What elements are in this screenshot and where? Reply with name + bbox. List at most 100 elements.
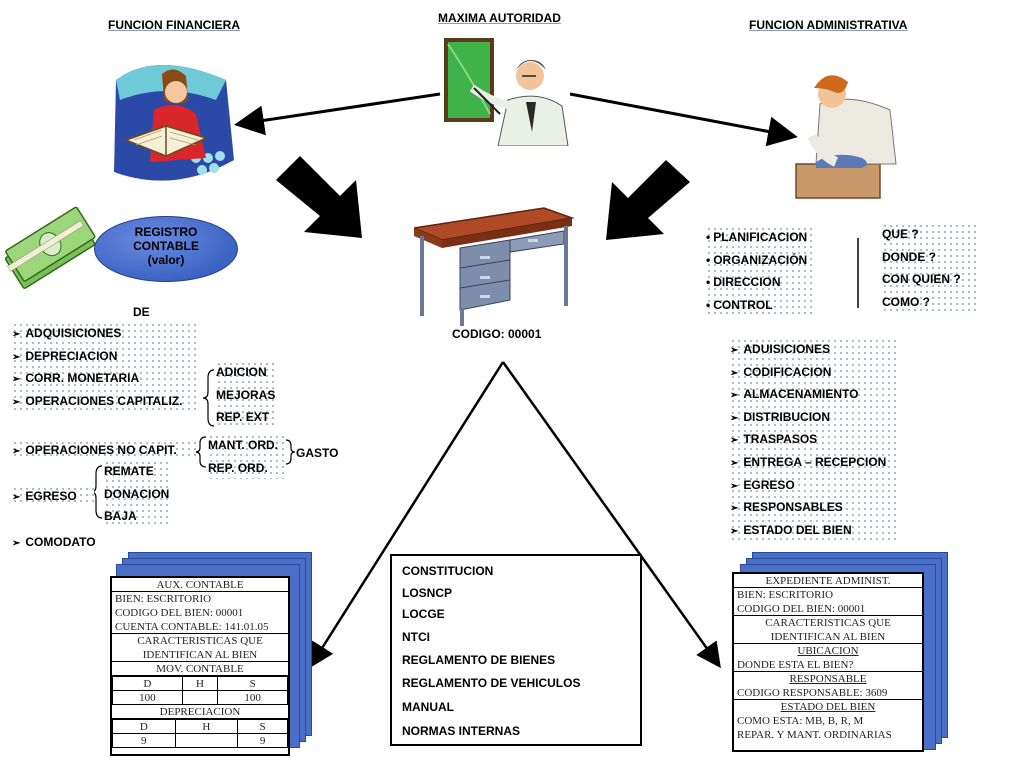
table-cell: H [181, 676, 219, 691]
list-item: ADUISICIONES [730, 338, 898, 361]
table-cell: S [217, 676, 288, 691]
list-item: REP. ORD. [208, 460, 268, 475]
authority-man-icon [444, 38, 569, 146]
registro-line-2: CONTABLE [133, 239, 199, 253]
list-item: QUE ? [882, 227, 919, 241]
exp-ubic-line: DONDE ESTA EL BIEN? [734, 658, 922, 672]
egreso-item: EGRESO [12, 486, 94, 506]
list-item: REGLAMENTO DE VEHICULOS [402, 676, 581, 691]
list-item: CONTROL [706, 294, 816, 317]
block-arrow-right [606, 160, 690, 240]
registro-contable-oval: REGISTRO CONTABLE (valor) [94, 216, 238, 282]
comodato-item: COMODATO [12, 532, 95, 552]
list-item: RESPONSABLES [730, 496, 898, 519]
registro-line-3: (valor) [147, 253, 185, 267]
table-cell [174, 733, 239, 748]
list-item: CONSTITUCION [402, 564, 494, 578]
brace-gasto [285, 439, 296, 465]
exp-estado-line-1: COMO ESTA: MB, B, R, M [737, 715, 864, 727]
brace-no-capit [194, 436, 207, 468]
table-cell: D [112, 719, 176, 734]
expediente-doc: EXPEDIENTE ADMINIST. BIEN: ESCRITORIO CO… [732, 572, 924, 752]
list-item: CORR. MONETARIA [12, 367, 198, 390]
list-item: MEJORAS [216, 387, 276, 402]
no-capit-item: OPERACIONES NO CAPIT. [12, 440, 196, 460]
list-item: LOSNCP [402, 585, 453, 600]
aux-mov-title: MOV. CONTABLE [112, 662, 288, 676]
admin-functions-list: PLANIFICACION ORGANIZACIÓN DIRECCION CON… [706, 226, 816, 317]
list-item: MANT. ORD. [208, 438, 278, 452]
gasto-label: GASTO [296, 446, 339, 460]
left-list: ADQUISICIONES DEPRECIACION CORR. MONETAR… [12, 322, 198, 413]
aux-dep-title: DEPRECIACION [112, 705, 288, 719]
table-cell: D [112, 676, 183, 691]
laws-list: CONSTITUCION LOSNCP LOCGE NTCI REGLAMENT… [402, 560, 640, 743]
list-item: CODIFICACION [730, 361, 898, 384]
list-item: ALMACENAMIENTO [730, 383, 898, 406]
list-item: TRASPASOS [730, 428, 898, 451]
exp-estado-line-2: REPAR. Y MANT. ORDINARIAS [737, 729, 892, 741]
desk-icon [414, 207, 574, 326]
header-financial: FUNCION FINANCIERA [108, 18, 240, 32]
table-cell: H [174, 719, 239, 734]
aux-line-1: BIEN: ESCRITORIO [115, 593, 212, 605]
exp-char-title-1: CARACTERISTICAS QUE [765, 617, 891, 629]
aux-line-2: CODIGO DEL BIEN: 00001 [115, 607, 244, 619]
capitaliz-group: ADICION MEJORAS REP. EXT [216, 361, 278, 429]
arrow-to-financial [234, 92, 441, 136]
exp-line-2: CODIGO DEL BIEN: 00001 [734, 602, 922, 616]
admin-worker-icon [795, 75, 897, 199]
questions-list: QUE ? DONDE ? CON QUIEN ? COMO ? [882, 223, 980, 314]
exp-char-title-2: IDENTIFICAN AL BIEN [734, 630, 922, 644]
list-item: NTCI [402, 629, 430, 644]
list-item: ENTREGA – RECEPCION [730, 451, 898, 474]
aux-line-3: CUENTA CONTABLE: 141.01.05 [112, 620, 288, 634]
list-item: NORMAS INTERNAS [402, 723, 521, 738]
money-icon [4, 206, 96, 289]
list-item: ESTADO DEL BIEN [730, 519, 898, 542]
list-item: COMO ? [882, 294, 930, 309]
table-cell: S [237, 719, 288, 734]
list-item: PLANIFICACION [706, 226, 816, 249]
table-cell: 100 [217, 690, 288, 705]
exp-estado-title: ESTADO DEL BIEN [780, 701, 876, 713]
list-item: DONACION [104, 486, 170, 501]
registro-line-1: REGISTRO [134, 225, 198, 239]
laws-box: CONSTITUCION LOSNCP LOCGE NTCI REGLAMENT… [390, 554, 642, 746]
exp-title: EXPEDIENTE ADMINIST. [734, 574, 922, 588]
triangle-left-edge [309, 361, 505, 669]
mant-group: MANT. ORD. REP. ORD. [208, 434, 284, 480]
header-admin: FUNCION ADMINISTRATIVA [749, 18, 908, 32]
egreso-group: REMATE DONACION BAJA [104, 460, 172, 528]
arrow-to-admin [569, 92, 798, 147]
de-label: DE [133, 305, 150, 319]
list-item: BAJA [104, 509, 137, 524]
table-cell: 9 [237, 733, 288, 748]
financial-woman-icon [114, 65, 234, 181]
list-item: LOCGE [402, 606, 445, 621]
codigo-label: CODIGO: 00001 [452, 327, 542, 341]
list-item: EGRESO [730, 474, 898, 497]
exp-resp-title: RESPONSABLE [789, 673, 867, 685]
list-item: ADICION [216, 365, 267, 379]
brace-capitaliz [202, 369, 215, 427]
exp-resp-line: CODIGO RESPONSABLE: 3609 [734, 686, 922, 700]
aux-char-title-2: IDENTIFICAN AL BIEN [112, 648, 288, 662]
list-item: MANUAL [402, 699, 454, 714]
table-cell [181, 690, 219, 705]
list-item: REP. EXT [216, 410, 270, 425]
right-list: ADUISICIONES CODIFICACION ALMACENAMIENTO… [730, 338, 898, 542]
aux-contable-doc: AUX. CONTABLE BIEN: ESCRITORIO CODIGO DE… [110, 576, 290, 756]
aux-title: AUX. CONTABLE [112, 578, 288, 592]
block-arrow-left [276, 156, 362, 238]
triangle-right-edge [501, 361, 721, 669]
list-item: ADQUISICIONES [12, 322, 198, 345]
list-item: DIRECCION [706, 271, 816, 294]
exp-ubic-title: UBICACION [797, 645, 859, 657]
list-item: DISTRIBUCION [730, 406, 898, 429]
list-item: REMATE [104, 464, 154, 478]
exp-line-1: BIEN: ESCRITORIO [737, 589, 834, 601]
aux-char-title-1: CARACTERISTICAS QUE [137, 635, 263, 647]
